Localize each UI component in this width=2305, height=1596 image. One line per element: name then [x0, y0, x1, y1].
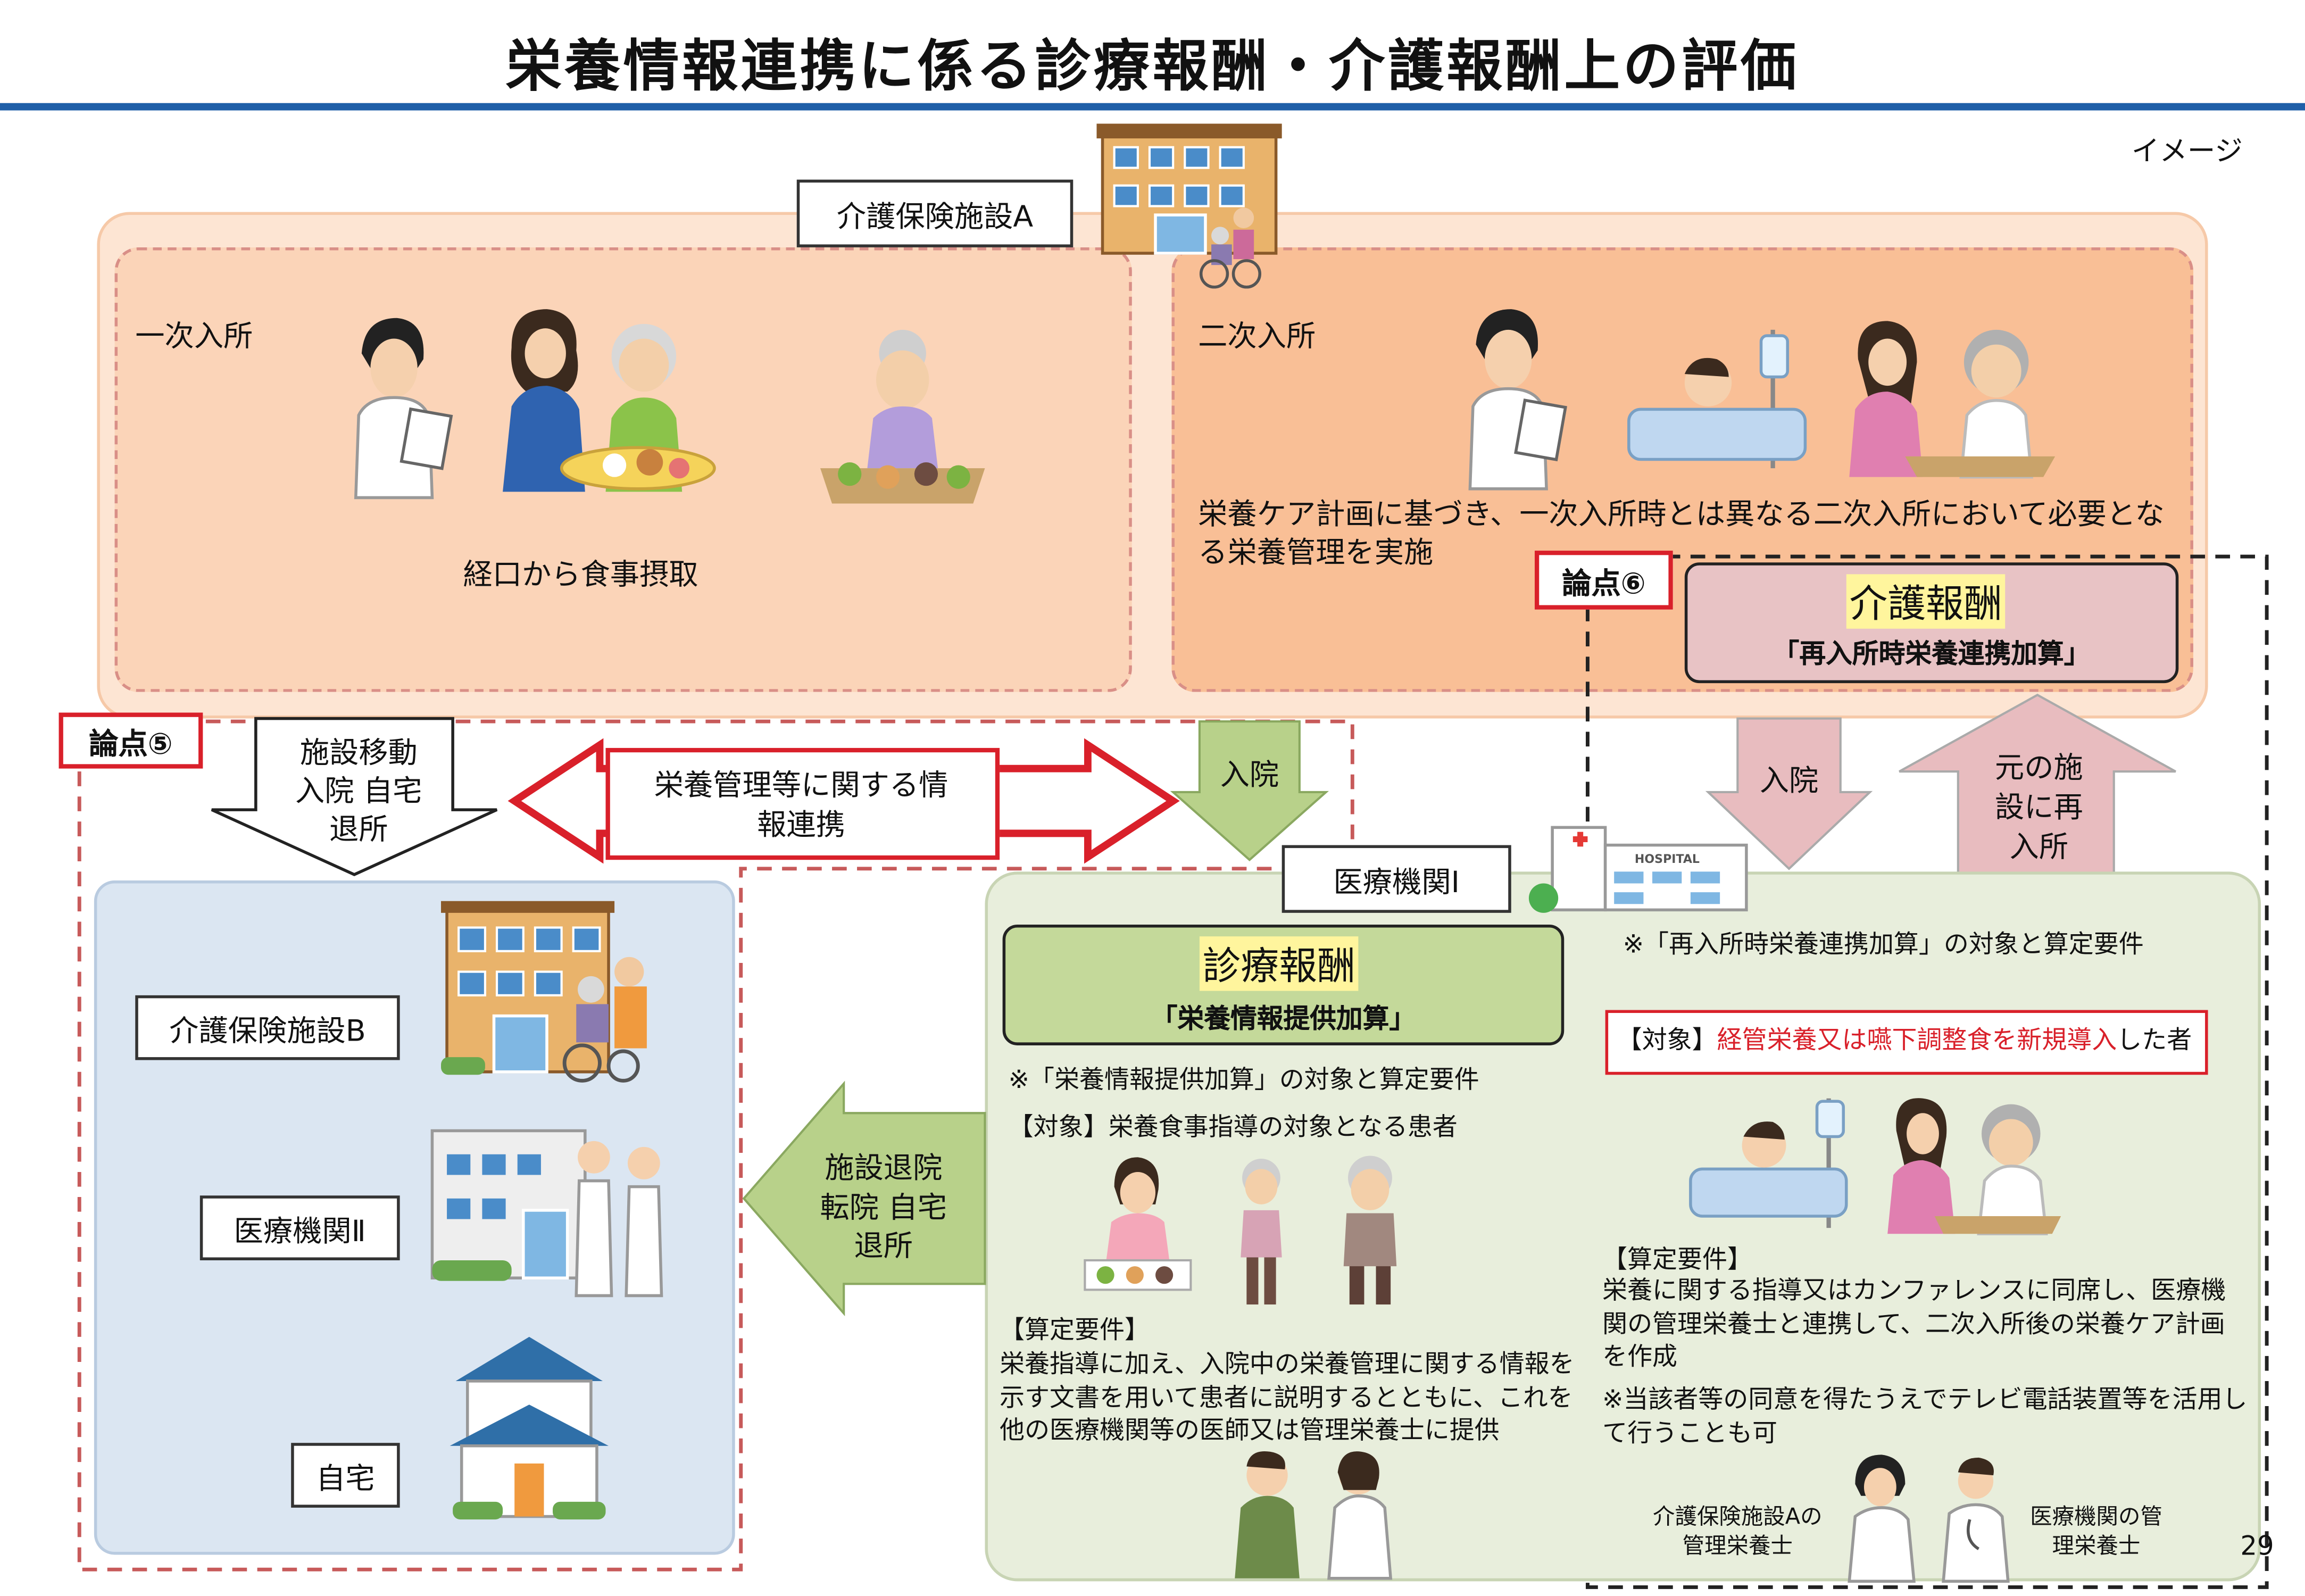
discharge-arrow-label: 施設退院 転院 自宅退所	[820, 1150, 947, 1264]
image-note: イメージ	[2131, 135, 2243, 168]
kaigo-req-note: ※当該者等の同意を得たうえでテレビ電話装置等を活用して行うことも可	[1602, 1385, 2248, 1448]
dietitian-clipboard-icon	[354, 318, 453, 500]
medical-2-label: 医療機関Ⅱ	[199, 1195, 400, 1261]
shinryo-req-body: 栄養指導に加え、入院中の栄養管理に関する情報を示す文書を用いて患者に説明するとと…	[1000, 1350, 1575, 1446]
caregiver-feeding-elder-icon	[1849, 321, 2056, 479]
shinryo-fee-title: 診療報酬	[1199, 936, 1359, 991]
facility-b-label: 介護保険施設B	[135, 995, 400, 1060]
kaigo-fee-title: 介護報酬	[1846, 574, 2006, 629]
primary-stay-caption: 経口から食事摂取	[463, 556, 698, 592]
hospital-sign: HOSPITAL	[1635, 852, 1700, 866]
admission-green-label: 入院	[1220, 757, 1279, 792]
kaigo-req-head: 【算定要件】	[1602, 1245, 1752, 1275]
discharge-arrow-left	[742, 1080, 986, 1317]
patient-in-bed-iv-icon	[1627, 329, 1807, 469]
caregiver-feeding-elder-icon	[503, 309, 716, 492]
kaigo-target-prefix: 【対象】	[1617, 1026, 1717, 1056]
secondary-stay-caption: 栄養ケア計画に基づき、一次入所時とは異なる二次入所において必要となる栄養管理を実…	[1198, 496, 2165, 570]
admission-arrow-label: 入院	[1759, 762, 1819, 799]
page-title: 栄養情報連携に係る診療報酬・介護報酬上の評価	[505, 34, 1800, 99]
secondary-stay-label: 二次入所	[1198, 318, 1316, 354]
clinic-with-doctors-icon	[430, 1129, 663, 1298]
shinryo-note: ※「栄養情報提供加算」の対象と算定要件	[1008, 1066, 1479, 1096]
move-arrow-down	[211, 717, 498, 876]
shinryo-fee-subtitle: 「栄養情報提供加算」	[1151, 1004, 1416, 1035]
kaigo-target-suffix: した者	[2117, 1026, 2192, 1056]
shinryo-target: 【対象】栄養食事指導の対象となる患者	[1008, 1113, 1458, 1143]
admission-arrow-down	[1705, 717, 1873, 870]
care-facility-building-icon	[1096, 123, 1282, 289]
kaigo-target-line: 【対象】経管栄養又は嚥下調整食を新規導入した者	[1617, 1026, 2192, 1058]
elder-eating-meal-icon	[820, 329, 985, 504]
kaigo-note: ※「再入所時栄養連携加算」の対象と算定要件	[1622, 930, 2144, 960]
patient-and-feeding-icon	[1689, 1098, 2061, 1235]
doctor-consultation-icon	[1235, 1451, 1393, 1580]
dietitian-clipboard-icon	[1468, 309, 1567, 491]
hospital-building-icon: HOSPITAL	[1528, 826, 1748, 913]
page-number: 29	[2240, 1531, 2274, 1562]
info-link-label: 栄養管理等に関する情報連携	[654, 767, 948, 843]
issue6-label: 論点⑥	[1534, 551, 1673, 610]
primary-stay-label: 一次入所	[135, 318, 253, 354]
dietitians-meeting-icon	[1848, 1454, 2010, 1583]
kaigo-req-body: 栄養に関する指導又はカンファレンスに同席し、医療機関の管理栄養士と連携して、二次…	[1602, 1276, 2226, 1373]
title-rule	[0, 103, 2305, 111]
move-arrow-label: 施設移動 入院 自宅退所	[295, 734, 422, 847]
kaigo-target-highlight: 経管栄養又は嚥下調整食を新規導入	[1717, 1026, 2117, 1056]
patients-group-icon	[1084, 1156, 1397, 1305]
home-label: 自宅	[291, 1443, 400, 1508]
care-facility-b-building-icon	[441, 901, 647, 1083]
house-icon	[450, 1336, 609, 1520]
shinryo-req-head: 【算定要件】	[1000, 1316, 1150, 1346]
admission-arrow-down-green	[1170, 720, 1329, 862]
hospital-1-label: 医療機関Ⅰ	[1282, 845, 1511, 913]
return-arrow-label: 元の施設に再入所	[1994, 749, 2083, 864]
kaigo-fee-subtitle: 「再入所時栄養連携加算」	[1773, 639, 2091, 670]
issue5-label: 論点⑤	[59, 712, 203, 769]
kaigo-target-box	[1605, 1010, 2208, 1075]
facility-a-label: 介護保険施設A	[796, 179, 1074, 247]
info-link-box	[605, 747, 1000, 860]
staff-right-label: 医療機関の管理栄養士	[2030, 1503, 2162, 1559]
staff-left-label: 介護保険施設Aの管理栄養士	[1653, 1503, 1823, 1559]
